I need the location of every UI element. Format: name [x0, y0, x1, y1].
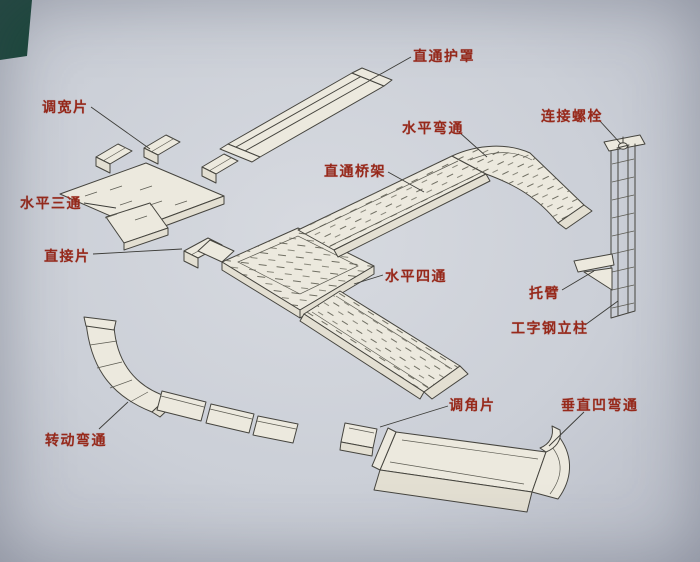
label-rotating-elbow: 转动弯通: [45, 432, 107, 448]
label-width-adjust-piece: 调宽片: [42, 99, 89, 115]
width-adjust-piece-part: [95, 134, 239, 184]
label-vertical-concave-elbow: 垂直凹弯通: [561, 397, 639, 413]
label-connecting-bolt: 连接螺栓: [541, 108, 603, 124]
horizontal-elbow-part: [451, 145, 593, 230]
label-i-beam-column: 工字钢立柱: [511, 320, 589, 336]
label-straight-tray: 直通桥架: [324, 163, 386, 179]
label-horizontal-tee: 水平三通: [20, 195, 82, 211]
label-straight-through-cover: 直通护罩: [413, 48, 475, 64]
segment-chain: [156, 390, 299, 444]
cover-plate-part: [219, 67, 393, 163]
connecting-bolt-part: [616, 136, 630, 150]
label-angle-adjust-piece: 调角片: [449, 397, 496, 413]
label-horizontal-cross: 水平四通: [385, 268, 447, 284]
straight-tray-part: [297, 155, 491, 258]
label-connector-piece: 直接片: [44, 248, 91, 264]
support-arm-part: [573, 253, 615, 291]
horizontal-tee-part: [59, 162, 225, 251]
corner-patch: [0, 0, 32, 60]
vertical-concave-elbow-part: [371, 425, 571, 513]
i-beam-column-part: [603, 134, 646, 319]
lower-tray-part: [299, 290, 469, 400]
label-horizontal-elbow: 水平弯通: [402, 120, 464, 136]
label-support-arm: 托臂: [529, 285, 560, 301]
leader-lines: [83, 56, 622, 447]
angle-adjust-piece-part: [339, 422, 378, 457]
